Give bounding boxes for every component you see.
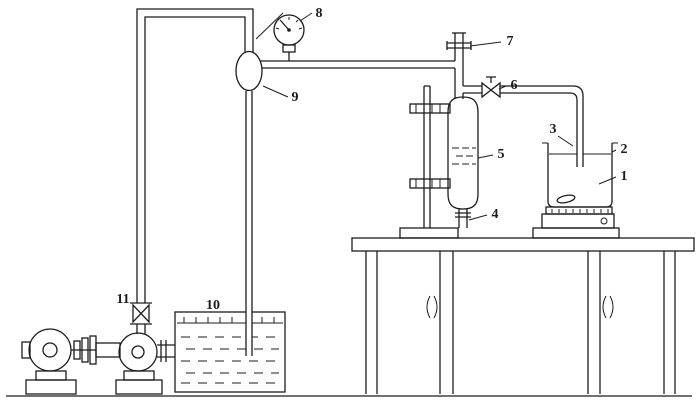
drain-flanges [455,212,471,218]
label-1: 1 [621,169,628,184]
pump-casing-eye [131,345,145,359]
pump-pedestal [123,370,155,381]
main-horizontal-pipe [260,60,455,69]
stand-base [399,227,459,239]
motor-body [28,328,72,372]
leader-1 [598,176,617,185]
label-8: 8 [316,6,323,21]
suction-flange [160,340,167,362]
motor-base [25,379,77,395]
stirrer-body [541,213,615,229]
clamp-upper-ticks [415,104,441,113]
label-4: 4 [492,207,499,222]
gauge-dial [273,14,305,46]
clamp-lower-ticks [415,179,441,188]
door-handle-left [426,295,438,319]
label-9: 9 [292,90,299,105]
leader-2 [611,149,617,153]
cabinet-panels [365,251,676,394]
beaker-body [547,143,613,208]
stirrer-knob [600,217,608,225]
tabletop [351,237,695,252]
union-flanges [446,41,472,50]
column-body [447,96,479,210]
delivery-pipe-left [463,85,482,94]
gauge-pivot [287,28,291,32]
clamp-lower [409,178,451,189]
leader-lines [255,12,617,221]
dip-tube-walls [245,91,253,356]
leader-9 [262,85,289,98]
motor-end-cap [21,341,31,359]
coupling-disc-2 [81,337,89,363]
magnetic-stirrer [532,206,620,239]
label-2: 2 [621,142,628,157]
circulation-pipe [136,8,254,303]
water-tank [174,311,286,393]
tank-body [174,311,286,393]
motor-hub [42,342,58,358]
leader-5 [477,154,494,159]
delivery-pipe-inner [500,92,578,167]
pipe-union-riser [446,32,472,99]
lab-stand [399,85,459,239]
valve-flanges [130,302,152,325]
pipe-inner-line [144,16,246,303]
dip-tube [245,91,253,356]
stirrer-top-plate [545,206,613,215]
separator-column [447,96,479,228]
valve-bowtie [132,303,150,324]
stir-bar [556,194,576,204]
coupling-disc-1 [73,340,81,360]
buffer-bulb [235,50,263,92]
motor-pedestal [35,370,67,381]
pump-discharge-neck [136,324,146,334]
leader-8 [299,12,313,22]
leader-elbow [255,12,284,40]
leader-7 [469,41,502,47]
label-6: 6 [511,78,518,93]
delivery-line [463,76,584,167]
leader-4 [468,214,488,221]
stand-rod [423,85,431,228]
door-handle-right [602,295,614,319]
pressure-gauge [273,14,305,61]
workbench [351,237,695,394]
label-7: 7 [507,34,514,49]
pump-base [115,379,163,395]
label-5: 5 [498,147,505,162]
label-3: 3 [550,122,557,137]
stirrer-base-plate [532,227,620,239]
dip-tube-mask [246,91,252,356]
stirrer-vents [551,209,609,213]
clamp-upper [409,103,451,114]
pump-casing [118,332,158,372]
labels: 8 7 9 6 5 4 3 2 1 10 11 [116,6,627,313]
leader-3 [557,135,574,147]
valve-6-handle [486,76,496,83]
delivery-pipe-outer [500,85,584,167]
drain-stem [458,209,468,228]
pump-unit [21,324,175,395]
leader-6 [498,85,507,90]
beaker-assembly [542,142,618,208]
water-surface-ticks [183,317,275,323]
gauge-needle [280,20,290,31]
valve-6-bowtie [481,81,501,99]
pump-bracket [95,342,121,358]
label-11: 11 [116,292,129,307]
gauge-connector [282,44,296,53]
discharge-valve [130,302,152,325]
column-liquid-dashes [452,147,476,165]
pipe-outer-line [136,8,254,303]
label-10: 10 [206,298,220,313]
